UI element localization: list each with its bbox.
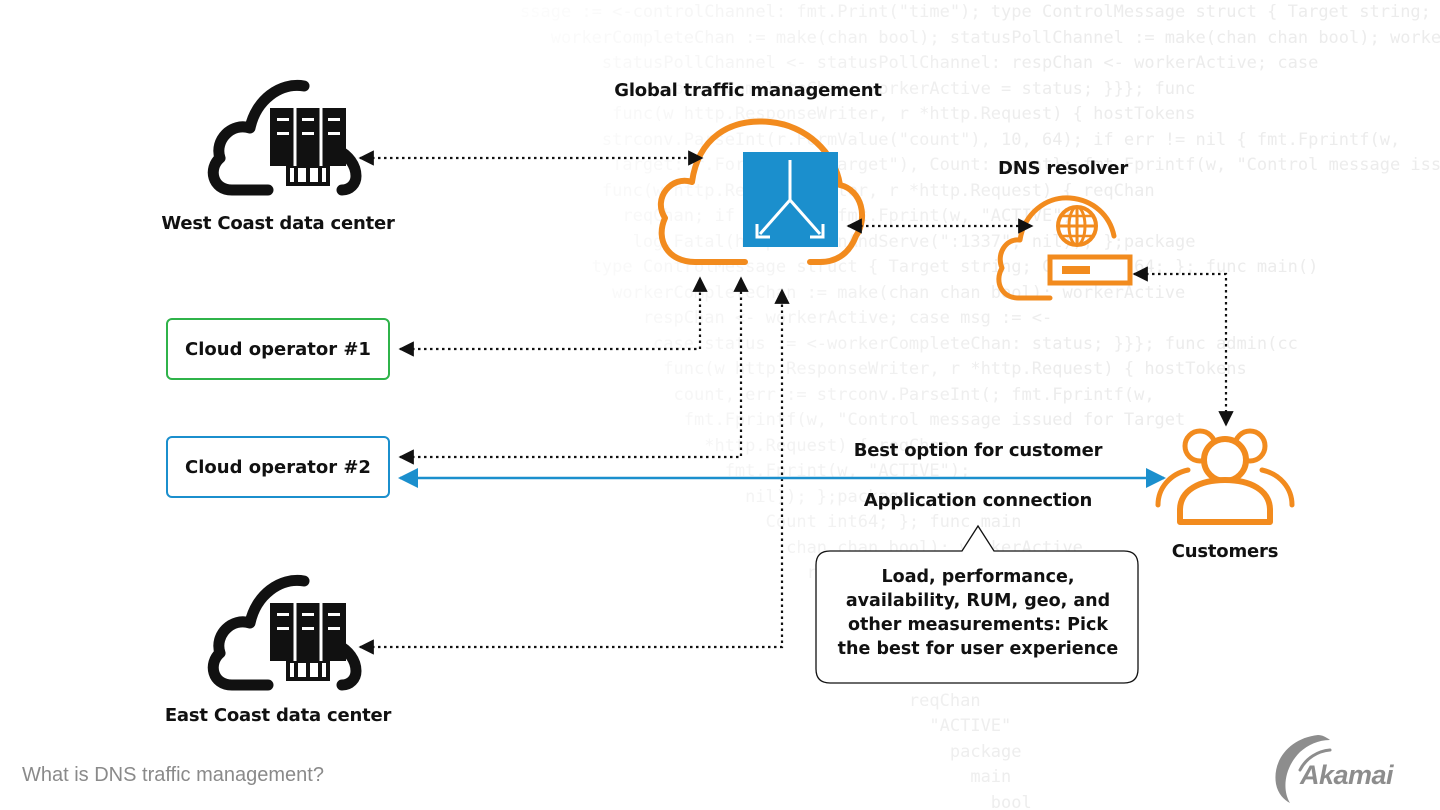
akamai-logo-text: Akamai [1300,760,1394,790]
cloud-op-2-connector [398,276,749,465]
west-dc-label: West Coast data center [161,213,395,234]
callout-text: Load, performance, availability, RUM, ge… [837,567,1119,659]
page-caption: What is DNS traffic management? [22,764,324,786]
cloud-operator-1-label: Cloud operator #1 [185,338,371,360]
cloud-op-1-connector [398,276,708,357]
dns-resolver-label: DNS resolver [998,158,1128,179]
east-dc-icon [207,574,362,691]
east-dc-label: East Coast data center [164,705,392,726]
gtm-label: Global traffic management [614,80,882,101]
cloud-operator-2: Cloud operator #2 [166,436,390,498]
akamai-logo-mark [1275,735,1332,803]
west-dc-icon [207,79,362,196]
app-connection-label: Application connection [863,490,1093,511]
dns-resolver-icon [996,195,1133,301]
cloud-operator-2-label: Cloud operator #2 [185,456,371,478]
best-option-label: Best option for customer [853,440,1103,461]
gtm-cloud-icon [657,118,866,265]
measurements-callout [815,524,1139,684]
customers-icon [1155,428,1295,525]
east-dc-connector [358,288,790,655]
cloud-operator-1: Cloud operator #1 [166,318,390,380]
customers-label: Customers [1171,541,1279,562]
dns-customers-connector [1132,266,1234,427]
gtm-router-icon [743,152,838,247]
